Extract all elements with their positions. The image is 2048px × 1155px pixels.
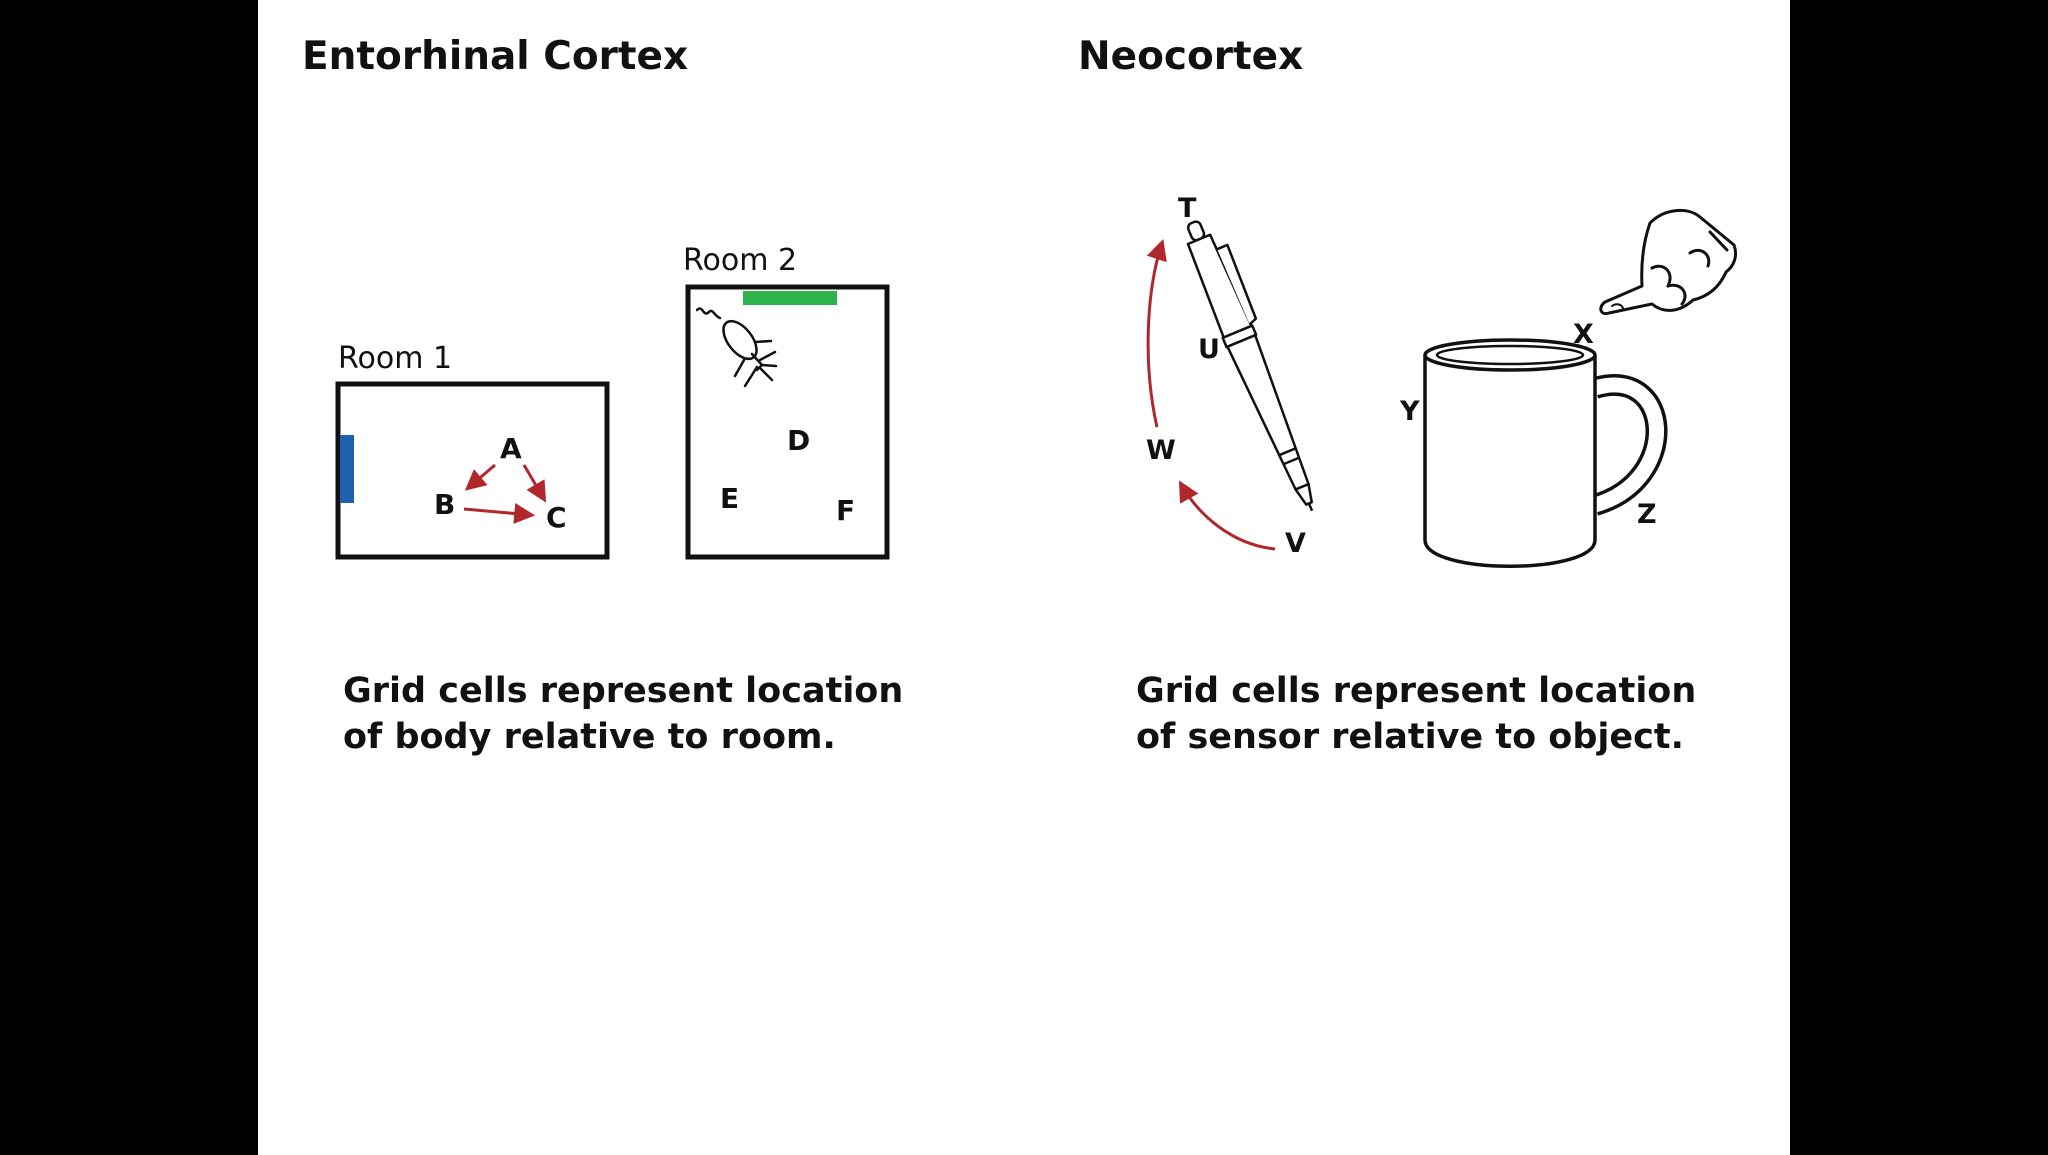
room-2: Room 2 D E F xyxy=(683,243,890,560)
heading-neocortex: Neocortex xyxy=(1078,34,1304,79)
mug-point-y: Y xyxy=(1399,396,1420,427)
caption-neocortex-line-1: Grid cells represent location xyxy=(1136,671,1697,711)
pen-point-u: U xyxy=(1198,334,1220,365)
caption-neocortex-line-2: of sensor relative to object. xyxy=(1136,717,1684,757)
heading-entorhinal-cortex: Entorhinal Cortex xyxy=(302,34,689,79)
arrow-a-to-c xyxy=(522,464,547,503)
pen-point-t: T xyxy=(1178,193,1197,224)
mug-icon xyxy=(1423,338,1668,568)
caption-entorhinal: Grid cells represent location of body re… xyxy=(343,668,903,760)
pen-point-w: W xyxy=(1146,435,1176,466)
arrow-w-to-t xyxy=(1146,239,1167,428)
pen-icon xyxy=(1186,220,1314,512)
rat-icon xyxy=(695,307,778,388)
room-1-outline xyxy=(335,381,610,560)
room-1: Room 1 A B C xyxy=(335,341,610,560)
room-2-label: Room 2 xyxy=(683,243,797,278)
arrow-v-to-w xyxy=(1178,480,1276,551)
mug: X Y Z xyxy=(1399,319,1668,568)
room-2-door-marker xyxy=(743,291,837,305)
pen-point-v: V xyxy=(1285,528,1306,559)
room-1-point-a: A xyxy=(500,432,522,465)
room-1-point-b: B xyxy=(434,488,455,521)
caption-entorhinal-line-2: of body relative to room. xyxy=(343,717,836,757)
arrow-b-to-c xyxy=(463,503,536,524)
caption-entorhinal-line-1: Grid cells represent location xyxy=(343,671,904,711)
mug-point-x: X xyxy=(1573,319,1594,350)
room-2-point-f: F xyxy=(836,494,855,527)
room-2-point-d: D xyxy=(787,424,810,457)
mug-point-z: Z xyxy=(1637,499,1657,530)
rat-tail xyxy=(695,307,722,320)
pointing-hand-icon xyxy=(1599,209,1738,316)
room-1-point-c: C xyxy=(546,501,567,534)
arrow-a-to-b xyxy=(464,463,496,491)
room-2-outline xyxy=(685,284,890,560)
pen: T U W V xyxy=(1146,193,1314,559)
room-2-point-e: E xyxy=(720,482,739,515)
room-1-door-marker xyxy=(340,435,354,503)
room-1-label: Room 1 xyxy=(338,341,452,376)
caption-neocortex: Grid cells represent location of sensor … xyxy=(1136,668,1696,760)
slide xyxy=(258,0,1790,1155)
